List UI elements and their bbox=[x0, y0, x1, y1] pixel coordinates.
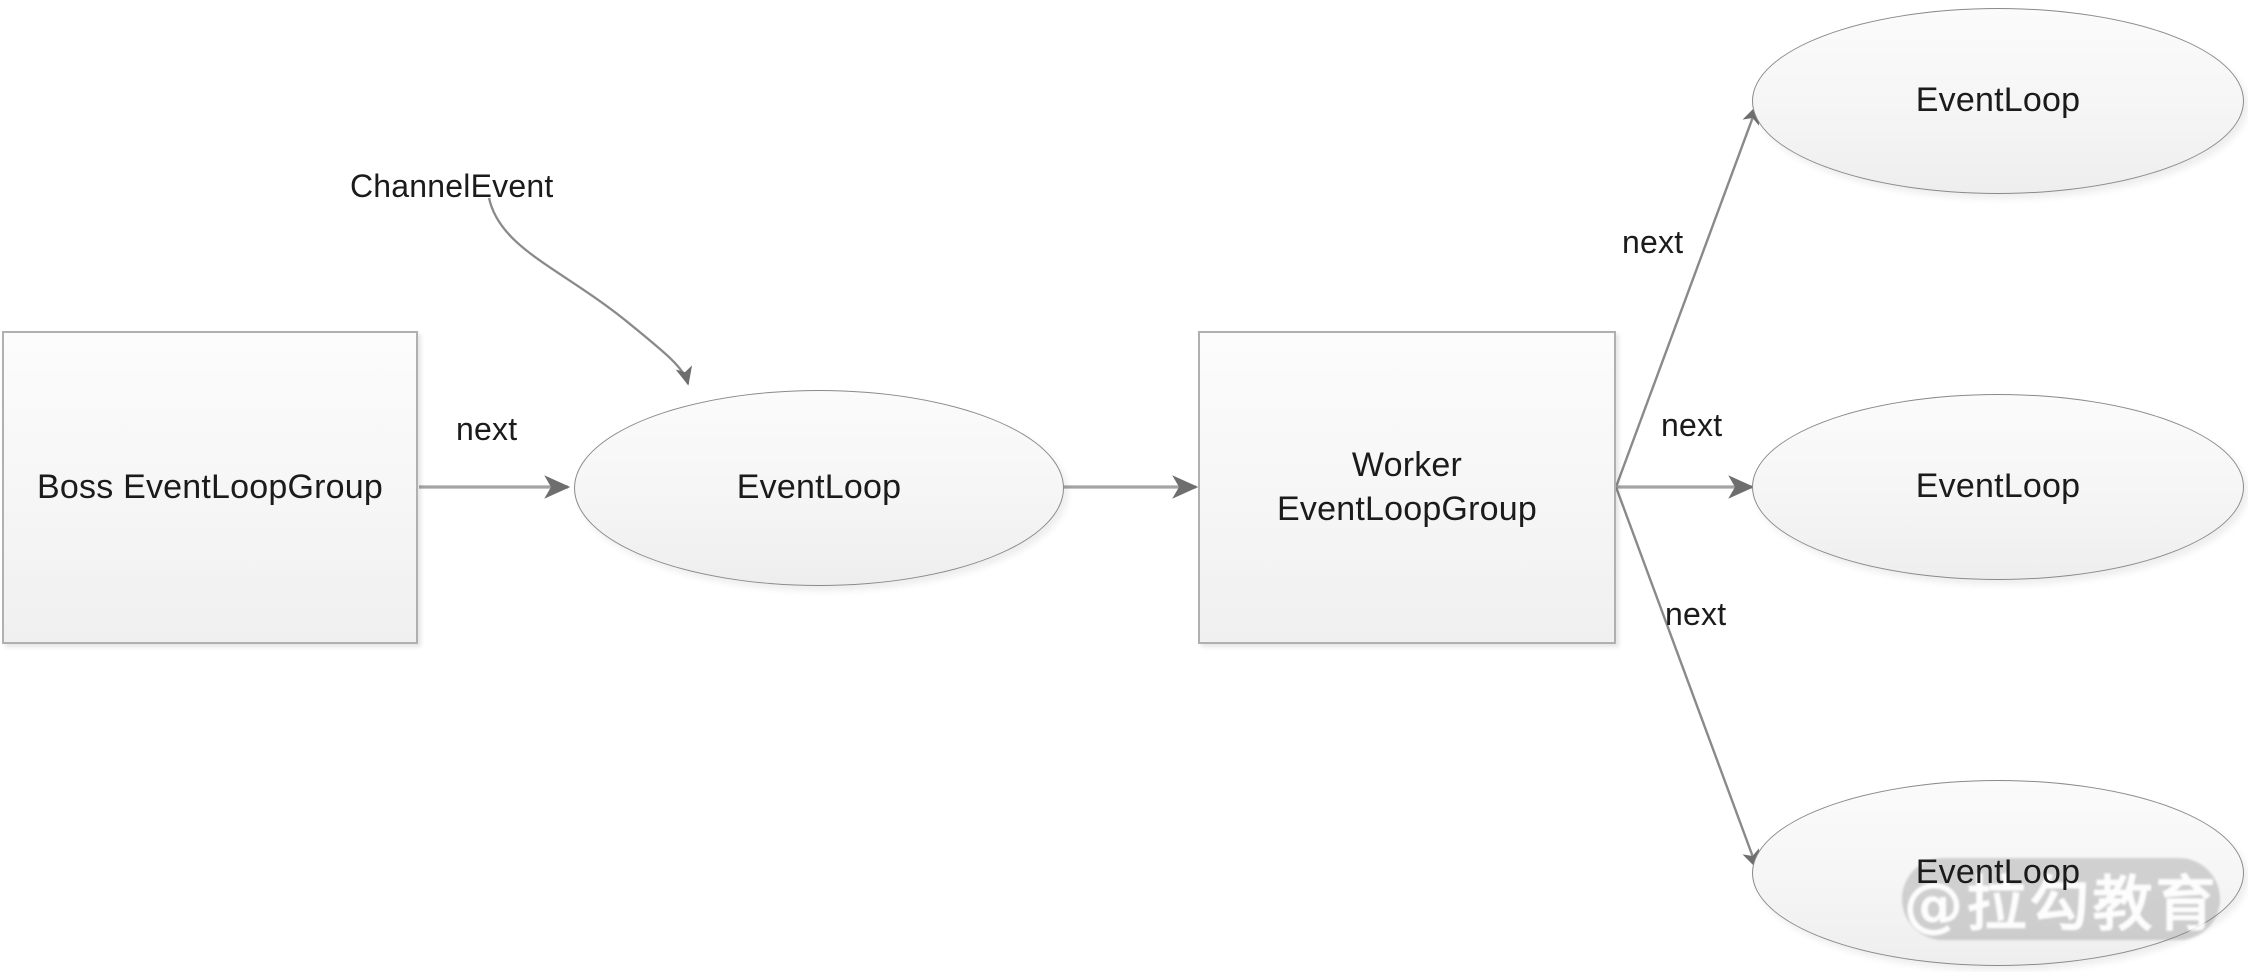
edge-label-next-boss: next bbox=[456, 411, 518, 447]
node-label: EventLoop bbox=[1915, 81, 2081, 120]
node-boss-eventloopgroup[interactable]: Boss EventLoopGroup bbox=[2, 331, 418, 644]
edge-label-next-worker-bottom: next bbox=[1665, 596, 1727, 632]
watermark: @拉勾教育 bbox=[1902, 858, 2220, 940]
node-label: EventLoop bbox=[736, 468, 902, 507]
node-label: Boss EventLoopGroup bbox=[37, 467, 383, 506]
node-label-line1: Worker bbox=[1351, 445, 1463, 484]
node-label-line2: EventLoopGroup bbox=[1277, 489, 1537, 528]
edge-channel-event bbox=[487, 197, 693, 386]
edge-label-channel-event: ChannelEvent bbox=[350, 168, 554, 204]
edge-worker-next-3 bbox=[1614, 486, 1760, 870]
node-worker-eventloop-3[interactable]: EventLoop bbox=[1752, 780, 2244, 966]
node-label: EventLoop bbox=[1915, 467, 2081, 506]
edge-label-next-worker-middle: next bbox=[1661, 407, 1723, 443]
node-label: EventLoop bbox=[1915, 853, 2081, 892]
edge-label-next-worker-top: next bbox=[1622, 224, 1684, 260]
node-boss-eventloop[interactable]: EventLoop bbox=[574, 390, 1064, 586]
node-worker-eventloop-2[interactable]: EventLoop bbox=[1752, 394, 2244, 580]
node-worker-eventloop-1[interactable]: EventLoop bbox=[1752, 8, 2244, 194]
node-worker-eventloopgroup[interactable]: Worker EventLoopGroup bbox=[1198, 331, 1616, 644]
